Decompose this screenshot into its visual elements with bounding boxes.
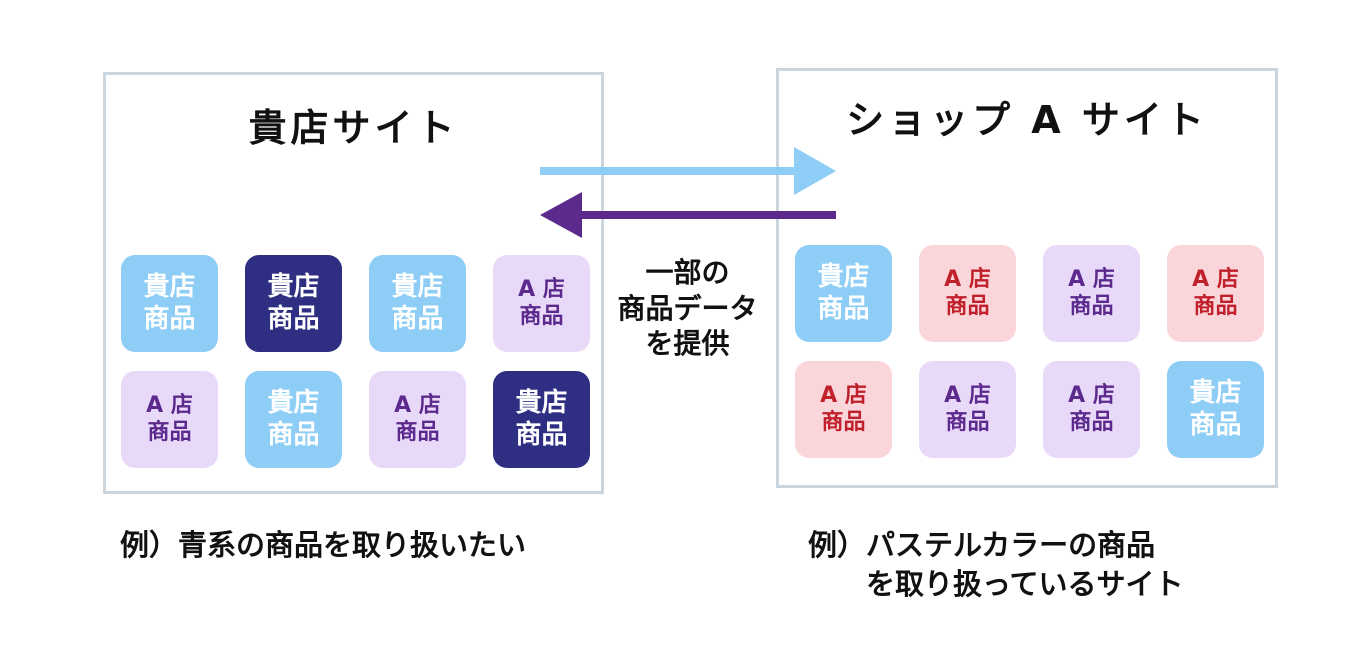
tile-label-line2: 商品	[395, 419, 440, 445]
arrow-to-shop-a-shaft	[540, 167, 798, 175]
own-site-shop-a-product-tile: A 店商品	[493, 255, 590, 352]
tile-label-line1: A 店	[944, 383, 991, 409]
arrow-to-own-site	[540, 192, 836, 238]
shop-a-site-shop-a-product-tile: A 店商品	[1043, 245, 1140, 342]
own-site-own-product-tile: 貴店商品	[369, 255, 466, 352]
own-site-title: 貴店サイト	[248, 106, 459, 150]
shop-a-site-shop-a-product-tile: A 店商品	[1043, 361, 1140, 458]
own-site-own-product-tile: 貴店商品	[245, 255, 342, 352]
tile-label-line1: A 店	[394, 393, 441, 419]
tile-label-line2: 商品	[519, 303, 564, 329]
tile-label-line2: 商品	[945, 293, 990, 319]
tile-label-line2: 商品	[1069, 293, 1114, 319]
tile-label-line2: 商品	[147, 419, 192, 445]
own-site-own-product-tile: 貴店商品	[245, 371, 342, 468]
tile-label-line1: 貴店	[1189, 378, 1242, 409]
shop-a-site-title: ショップ A サイト	[846, 98, 1208, 142]
own-site-shop-a-product-tile: A 店商品	[369, 371, 466, 468]
arrow-to-own-site-head	[540, 192, 582, 238]
shop-a-site-shop-a-product-tile: A 店商品	[919, 245, 1016, 342]
own-site-own-product-tile: 貴店商品	[493, 371, 590, 468]
shop-a-site-caption: 例）パステルカラーの商品 を取り扱っているサイト	[808, 526, 1184, 604]
own-site-own-product-tile: 貴店商品	[121, 255, 218, 352]
data-provision-line-1: 一部の	[645, 256, 730, 289]
tile-label-line2: 商品	[267, 303, 320, 334]
tile-label-line2: 商品	[515, 419, 568, 450]
tile-label-line1: 貴店	[515, 388, 568, 419]
tile-label-line2: 商品	[391, 303, 444, 334]
data-provision-label: 一部の 商品データ を提供	[600, 255, 775, 362]
tile-label-line1: A 店	[518, 277, 565, 303]
tile-label-line1: 貴店	[391, 272, 444, 303]
shop-a-site-shop-a-product-tile: A 店商品	[1167, 245, 1264, 342]
tile-label-line1: A 店	[1068, 267, 1115, 293]
tile-label-line1: 貴店	[267, 272, 320, 303]
tile-label-line2: 商品	[143, 303, 196, 334]
tile-label-line1: 貴店	[143, 272, 196, 303]
shop-a-caption-line-2: を取り扱っているサイト	[866, 567, 1184, 602]
tile-label-line1: 貴店	[817, 262, 870, 293]
shop-a-site-own-product-tile: 貴店商品	[795, 245, 892, 342]
arrow-to-shop-a	[540, 147, 836, 195]
arrow-to-own-site-shaft	[578, 211, 836, 219]
shop-a-site-own-product-tile: 貴店商品	[1167, 361, 1264, 458]
tile-label-line2: 商品	[945, 409, 990, 435]
tile-label-line2: 商品	[267, 419, 320, 450]
tile-label-line1: 貴店	[267, 388, 320, 419]
data-provision-line-2: 商品データ	[617, 291, 758, 325]
own-site-caption: 例）青系の商品を取り扱いたい	[120, 528, 527, 562]
own-site-shop-a-product-tile: A 店商品	[121, 371, 218, 468]
shop-a-site-shop-a-product-tile: A 店商品	[795, 361, 892, 458]
data-flow-arrows	[540, 147, 836, 238]
tile-label-line1: A 店	[146, 393, 193, 419]
tile-label-line1: A 店	[1192, 267, 1239, 293]
tile-label-line1: A 店	[820, 383, 867, 409]
tile-label-line2: 商品	[1189, 409, 1242, 440]
arrow-to-shop-a-head	[794, 147, 836, 195]
tile-label-line2: 商品	[1193, 293, 1238, 319]
tile-label-line1: A 店	[1068, 383, 1115, 409]
shop-a-site-shop-a-product-tile: A 店商品	[919, 361, 1016, 458]
tile-label-line2: 商品	[821, 409, 866, 435]
shop-a-caption-line-1: 例）パステルカラーの商品	[808, 528, 1156, 562]
tile-label-line2: 商品	[1069, 409, 1114, 435]
data-provision-line-3: を提供	[645, 327, 730, 361]
tile-label-line1: A 店	[944, 267, 991, 293]
tile-label-line2: 商品	[817, 293, 870, 324]
